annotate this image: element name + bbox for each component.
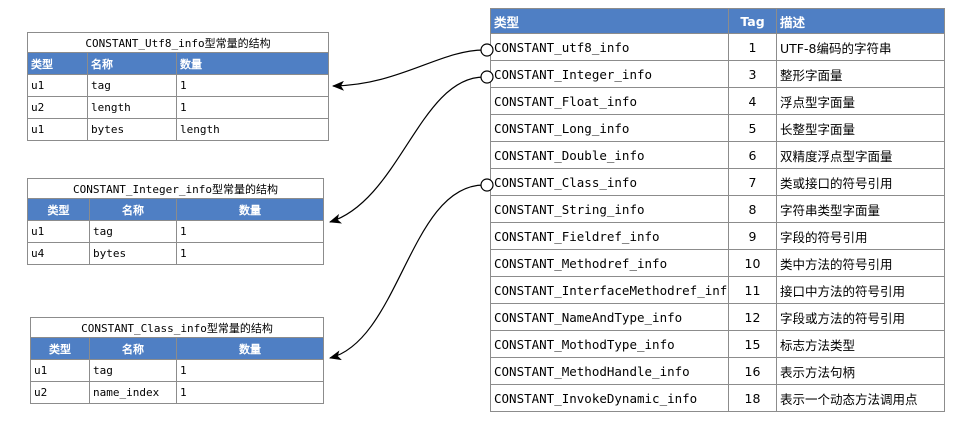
column-header-description: 描述 [776, 8, 945, 34]
arrow-integer [329, 76, 485, 224]
table-row: u1 bytes length [27, 118, 329, 141]
column-header-type: 类型 [490, 8, 729, 34]
table-row: u1 tag 1 [30, 359, 324, 382]
cell-constant-type: CONSTANT_Double_info [490, 141, 729, 169]
cell-description: 类中方法的符号引用 [776, 249, 945, 277]
cell-constant-type: CONSTANT_InterfaceMethodref_info [490, 276, 729, 304]
table-row: u2 length 1 [27, 96, 329, 119]
connector-dot-utf8 [480, 43, 494, 57]
cell-tag: 1 [728, 33, 777, 61]
column-header-name: 名称 [89, 198, 177, 221]
cell-description: 标志方法类型 [776, 330, 945, 358]
cell-type: u4 [27, 242, 90, 265]
cell-description: 表示一个动态方法调用点 [776, 384, 945, 412]
cell-tag: 10 [728, 249, 777, 277]
cell-constant-type: CONSTANT_utf8_info [490, 33, 729, 61]
cell-constant-type: CONSTANT_Long_info [490, 114, 729, 142]
cell-count: 1 [176, 242, 324, 265]
cell-constant-type: CONSTANT_MethodHandle_info [490, 357, 729, 385]
cell-count: length [176, 118, 329, 141]
column-header-count: 数量 [176, 198, 324, 221]
cell-tag: 6 [728, 141, 777, 169]
arrow-class [329, 184, 485, 361]
column-header-tag: Tag [728, 8, 777, 34]
cell-description: 整形字面量 [776, 60, 945, 88]
cell-description: 接口中方法的符号引用 [776, 276, 945, 304]
cell-description: 字段或方法的符号引用 [776, 303, 945, 331]
cell-tag: 18 [728, 384, 777, 412]
cell-name: name_index [89, 381, 177, 404]
cell-type: u2 [30, 381, 90, 404]
table-caption: CONSTANT_Class_info型常量的结构 [30, 317, 324, 338]
cell-count: 1 [176, 381, 324, 404]
connector-dot-integer [480, 70, 494, 84]
table-row: u4 bytes 1 [27, 242, 324, 265]
cell-name: length [87, 96, 177, 119]
cell-name: bytes [87, 118, 177, 141]
cell-tag: 8 [728, 195, 777, 223]
cell-description: 表示方法句柄 [776, 357, 945, 385]
connector-dot-class [480, 178, 494, 192]
utf8-structure-table: CONSTANT_Utf8_info型常量的结构 类型 名称 数量 u1 tag… [27, 32, 329, 141]
table-row: u2 name_index 1 [30, 381, 324, 404]
cell-description: 双精度浮点型字面量 [776, 141, 945, 169]
cell-tag: 7 [728, 168, 777, 196]
cell-constant-type: CONSTANT_MothodType_info [490, 330, 729, 358]
column-header-type: 类型 [27, 52, 88, 75]
column-header-name: 名称 [89, 337, 177, 360]
class-structure-table: CONSTANT_Class_info型常量的结构 类型 名称 数量 u1 ta… [30, 317, 324, 404]
cell-tag: 12 [728, 303, 777, 331]
arrow-utf8 [332, 49, 485, 91]
integer-structure-table: CONSTANT_Integer_info型常量的结构 类型 名称 数量 u1 … [27, 178, 324, 265]
cell-description: 长整型字面量 [776, 114, 945, 142]
cell-description: 浮点型字面量 [776, 87, 945, 115]
cell-description: 类或接口的符号引用 [776, 168, 945, 196]
cell-tag: 3 [728, 60, 777, 88]
column-header-count: 数量 [176, 52, 329, 75]
column-header-count: 数量 [176, 337, 324, 360]
cell-constant-type: CONSTANT_InvokeDynamic_info [490, 384, 729, 412]
cell-constant-type: CONSTANT_NameAndType_info [490, 303, 729, 331]
cell-description: 字段的符号引用 [776, 222, 945, 250]
